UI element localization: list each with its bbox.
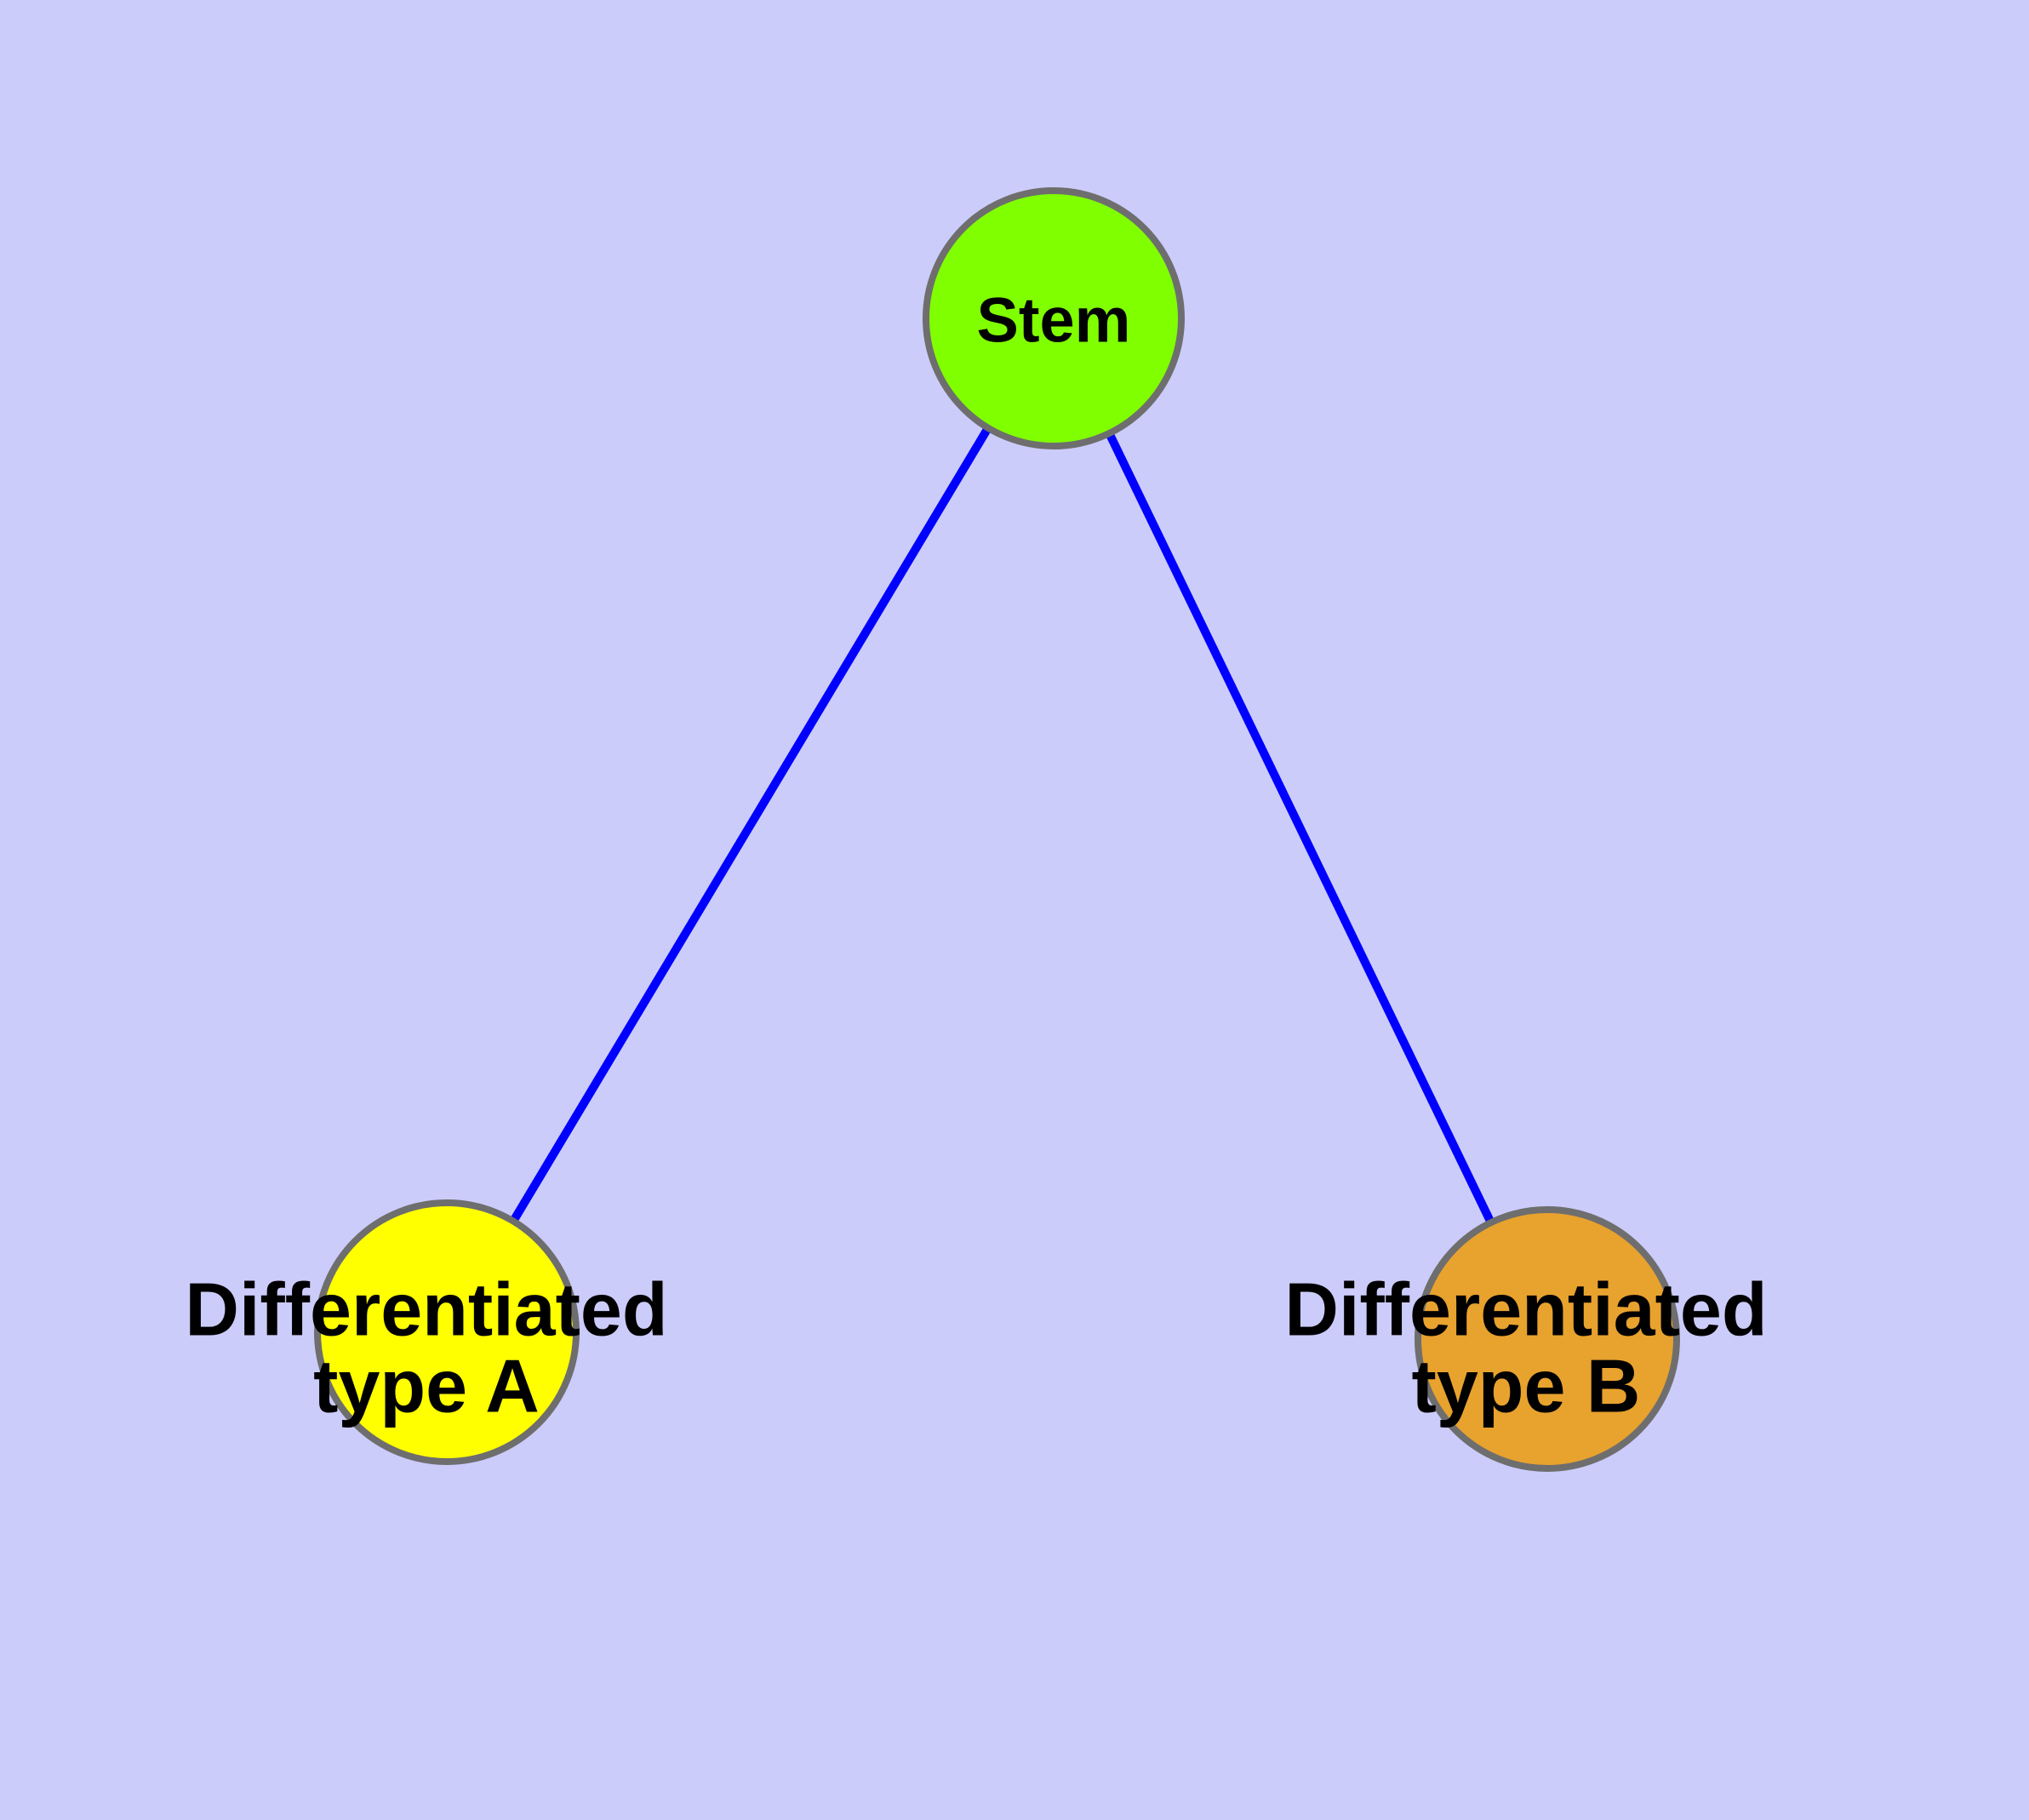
graph-edge[interactable] [443, 316, 1058, 1335]
graph-node-diff-a[interactable] [314, 1199, 580, 1465]
graph-edge[interactable] [1049, 316, 1552, 1342]
graph-node-stem[interactable] [923, 187, 1185, 449]
edges-layer [443, 316, 1552, 1342]
nodes-layer [314, 187, 1680, 1472]
graph-node-diff-b[interactable] [1415, 1206, 1680, 1472]
